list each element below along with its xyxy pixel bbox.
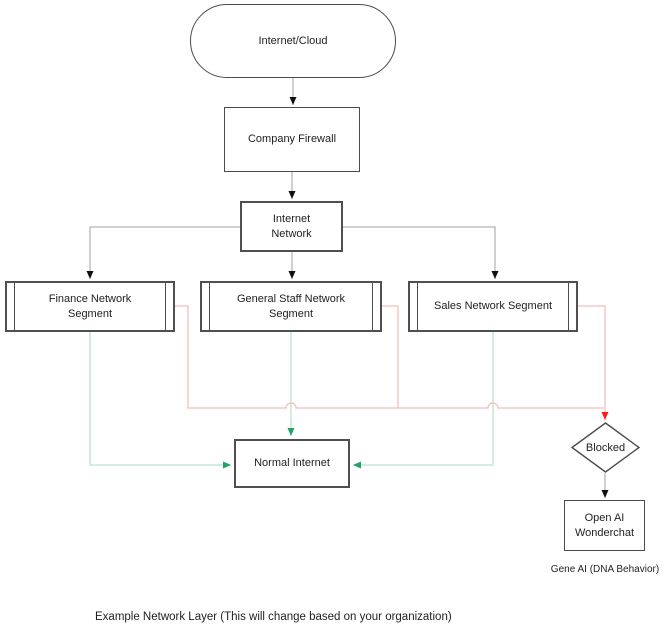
predefined-process-bar-right — [372, 283, 373, 330]
node-sales-segment-label: Sales Network Segment — [434, 300, 552, 313]
connector-sales-to-normal-internet — [353, 331, 494, 469]
connector-finance-to-normal-internet — [89, 331, 231, 469]
gene-ai-note: Gene AI (DNA Behavior) — [550, 564, 660, 575]
blocked-diamond-shape — [570, 422, 641, 473]
node-normal-internet-label: Normal Internet — [254, 457, 330, 470]
node-finance-segment-label: Finance Network Segment — [48, 293, 132, 320]
diamond-outline — [570, 422, 641, 473]
node-normal-internet: Normal Internet — [234, 439, 350, 488]
diagram-caption: Example Network Layer (This will change … — [95, 611, 452, 623]
connector-internet-network-to-sales — [343, 226, 499, 279]
connector-finance-to-blocked — [175, 305, 604, 409]
node-sales-segment: Sales Network Segment — [408, 281, 578, 332]
connector-sales-to-blocked — [578, 305, 609, 420]
node-blocked-label: Blocked — [585, 441, 626, 454]
node-blocked: Blocked — [570, 422, 641, 473]
node-company-firewall-label: Company Firewall — [247, 133, 337, 146]
node-company-firewall: Company Firewall — [224, 107, 360, 172]
predefined-process-bar-right — [568, 283, 569, 330]
node-internet-network: Internet Network — [240, 201, 343, 252]
connector-general-staff-to-blocked — [382, 305, 399, 408]
predefined-process-bar-left — [14, 283, 15, 330]
node-internet-network-label: Internet Network — [271, 213, 312, 240]
node-general-staff-segment-label: General Staff Network Segment — [236, 293, 345, 320]
predefined-process-bar-left — [209, 283, 210, 330]
node-openai-wonderchat: Open AI Wonderchat — [564, 500, 645, 551]
node-openai-wonderchat-label: Open AI Wonderchat — [574, 512, 635, 539]
connector-internet-network-to-finance — [86, 226, 240, 279]
node-general-staff-segment: General Staff Network Segment — [200, 281, 382, 332]
predefined-process-bar-left — [417, 283, 418, 330]
node-internet-cloud: Internet/Cloud — [190, 4, 396, 78]
predefined-process-bar-right — [165, 283, 166, 330]
node-internet-cloud-label: Internet/Cloud — [258, 34, 328, 47]
node-finance-segment: Finance Network Segment — [5, 281, 175, 332]
